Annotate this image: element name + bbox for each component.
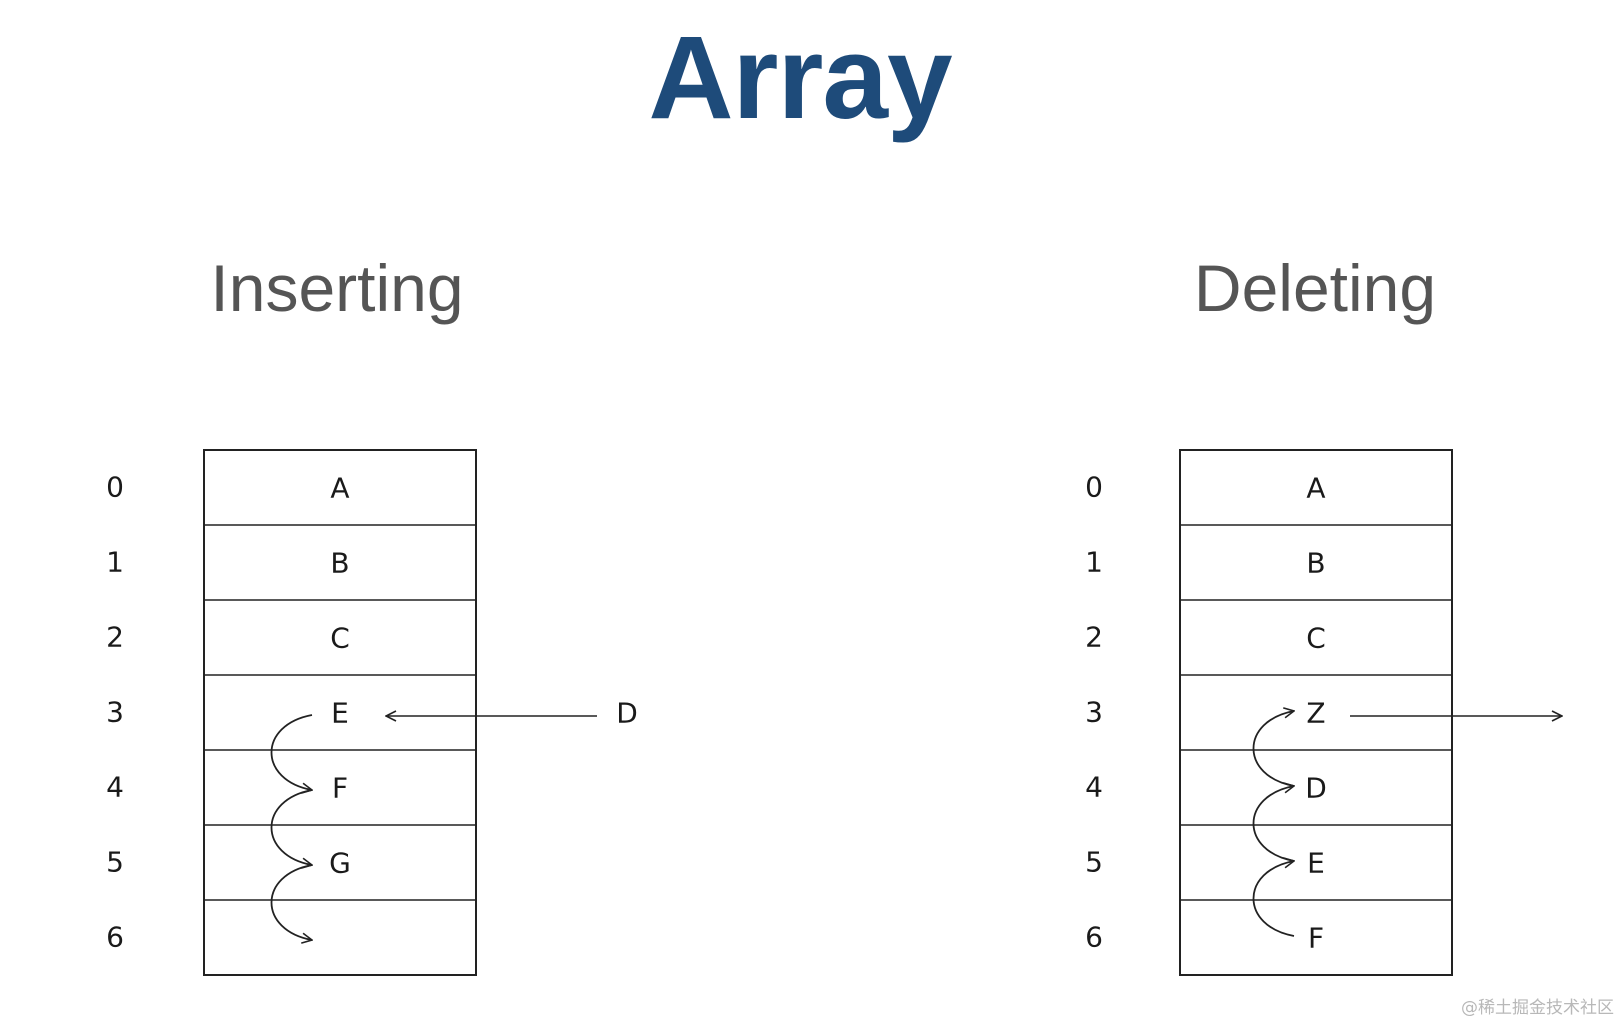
page-title: Array xyxy=(648,12,952,144)
insert-index-3: 3 xyxy=(106,696,124,729)
insert-cell-1: B xyxy=(330,547,349,580)
insert-index-2: 2 xyxy=(106,621,124,654)
delete-array-outline xyxy=(1179,449,1453,976)
delete-shift-arrow xyxy=(1252,786,1295,862)
delete-index-6: 6 xyxy=(1085,921,1103,954)
insert-incoming-label: D xyxy=(616,697,638,730)
delete-index-5: 5 xyxy=(1085,846,1103,879)
delete-cell-4: D xyxy=(1305,772,1327,805)
watermark: @稀土掘金技术社区 xyxy=(1461,998,1614,1018)
delete-index-3: 3 xyxy=(1085,696,1103,729)
delete-index-2: 2 xyxy=(1085,621,1103,654)
inserting-array: 0 1 2 3 4 5 6 A B C E F G D xyxy=(106,449,638,976)
insert-shift-arrow xyxy=(270,789,313,865)
delete-cell-6: F xyxy=(1308,922,1324,955)
insert-cell-0: A xyxy=(330,472,349,505)
delete-cell-0: A xyxy=(1306,472,1325,505)
delete-cell-5: E xyxy=(1307,847,1325,880)
delete-cell-1: B xyxy=(1306,547,1325,580)
deleting-array: 0 1 2 3 4 5 6 A B C Z D E F xyxy=(1085,449,1562,976)
insert-index-5: 5 xyxy=(106,846,124,879)
delete-index-4: 4 xyxy=(1085,771,1103,804)
inserting-title: Inserting xyxy=(210,251,464,325)
delete-index-0: 0 xyxy=(1085,471,1103,504)
insert-cell-3: E xyxy=(331,697,349,730)
insert-cell-2: C xyxy=(330,622,350,655)
insert-shift-arrow xyxy=(270,864,313,940)
insert-index-6: 6 xyxy=(106,921,124,954)
delete-cell-2: C xyxy=(1306,622,1326,655)
insert-cell-4: F xyxy=(332,772,348,805)
delete-shift-arrow xyxy=(1252,861,1295,937)
insert-array-outline xyxy=(203,449,477,976)
insert-shift-arrow xyxy=(270,714,313,790)
insert-cell-5: G xyxy=(329,847,351,880)
delete-index-1: 1 xyxy=(1085,546,1103,579)
insert-index-1: 1 xyxy=(106,546,124,579)
insert-index-4: 4 xyxy=(106,771,124,804)
delete-cell-3: Z xyxy=(1306,697,1325,730)
insert-index-0: 0 xyxy=(106,471,124,504)
delete-shift-arrow xyxy=(1252,711,1295,787)
deleting-title: Deleting xyxy=(1193,251,1437,325)
